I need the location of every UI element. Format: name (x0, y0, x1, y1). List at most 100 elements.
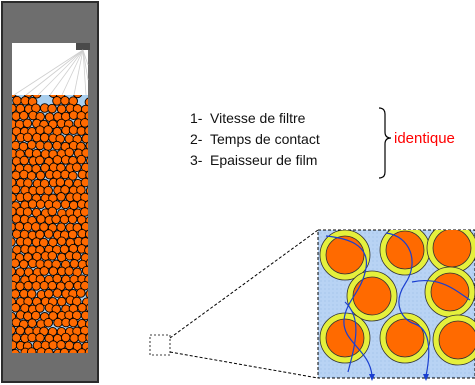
packed-particle (51, 214, 61, 225)
packed-particle (80, 118, 88, 128)
packed-particle (43, 289, 54, 299)
packed-particle (47, 103, 57, 114)
packed-particle (68, 171, 78, 181)
packed-particle (85, 259, 88, 268)
packed-particle (43, 125, 53, 135)
item-number: 2- (190, 131, 203, 147)
packed-particle (80, 207, 88, 217)
packed-particle (53, 317, 63, 328)
particle-core (385, 230, 425, 270)
spray-lines (13, 49, 89, 96)
packed-particle (12, 348, 20, 353)
parameter-list: 1-Vitesse de filtre 2-Temps de contact 3… (190, 108, 320, 171)
packed-particle (43, 185, 53, 196)
packed-particle (64, 266, 74, 276)
item-text: Temps de contact (210, 131, 320, 147)
packed-particle (84, 245, 88, 256)
spray-zone (12, 43, 88, 95)
packed-particle (26, 140, 37, 150)
packed-particle (32, 132, 42, 143)
packed-particle (64, 147, 75, 158)
packed-particle (56, 192, 66, 202)
packed-particle (56, 236, 67, 246)
packed-particle (12, 133, 17, 143)
packed-particle (43, 317, 54, 328)
packed-particle (60, 199, 71, 210)
packed-particle (27, 332, 37, 343)
packed-particle (84, 347, 88, 353)
packed-particle (67, 214, 78, 225)
packed-particle (31, 207, 42, 218)
packed-particle (26, 347, 37, 353)
spray-nozzle-icon (76, 43, 90, 50)
zoom-connector-bottom (169, 351, 319, 379)
packed-particle (19, 110, 29, 121)
packed-particle (31, 222, 41, 232)
column-bottom-cap (3, 353, 97, 381)
packed-particle (80, 177, 88, 188)
packed-particle (39, 280, 50, 291)
particle-core (325, 318, 365, 358)
packed-particle (35, 303, 45, 313)
brace-label: identique (394, 130, 455, 147)
particle-core (325, 235, 365, 275)
packed-particle (80, 310, 88, 321)
packed-particle (47, 251, 58, 261)
packed-particle (52, 96, 62, 106)
packed-particle (22, 118, 33, 129)
packed-particle (12, 258, 20, 268)
packed-particle (12, 289, 21, 299)
curly-brace (378, 107, 392, 179)
packed-particle (43, 141, 53, 151)
packed-particle (85, 141, 88, 151)
packed-particle (77, 348, 87, 353)
packed-particle (68, 125, 79, 135)
packed-particle (35, 185, 46, 196)
packed-particle (85, 303, 88, 312)
packed-particle (86, 156, 88, 165)
packed-particle (67, 229, 78, 240)
column-top-cap (3, 3, 97, 43)
packed-particle (68, 317, 79, 328)
packed-particle (80, 280, 88, 291)
list-item: 1- Vitesse de filtre (190, 108, 320, 129)
packed-particle (35, 199, 46, 210)
packed-particle (81, 133, 88, 144)
packed-particle (19, 259, 29, 270)
packed-particle (23, 280, 33, 291)
packed-particle (12, 95, 22, 106)
packed-particle (55, 177, 66, 187)
bed-focus-marker (149, 334, 171, 356)
packed-particle (84, 126, 88, 136)
packed-particle (81, 148, 88, 158)
packed-particle (19, 155, 30, 166)
packed-particle (35, 170, 46, 181)
packed-particle (12, 95, 17, 98)
packed-particle (84, 111, 88, 121)
packed-particle (64, 280, 74, 291)
packed-particle (72, 162, 82, 173)
packed-particle (56, 222, 66, 232)
item-number: 1- (190, 110, 203, 126)
column-right-wall (88, 43, 97, 353)
packed-particle (35, 140, 45, 151)
packed-particle (47, 280, 58, 291)
packed-particle (32, 95, 42, 99)
packed-particle (22, 132, 33, 143)
packed-particle (27, 199, 38, 209)
packed-particle (69, 259, 80, 269)
packed-particle (76, 154, 87, 165)
packed-particle (39, 237, 49, 248)
packed-particle (56, 163, 66, 173)
packed-particle (60, 95, 70, 106)
particle-core (430, 272, 470, 312)
packed-particle (31, 310, 41, 321)
packed-particle (85, 170, 88, 180)
packed-particle (35, 155, 45, 166)
packed-particle (43, 229, 54, 239)
packed-particle (27, 318, 37, 328)
item-text: Vitesse de filtre (210, 110, 306, 126)
packed-particle (76, 288, 86, 298)
packed-particle (31, 281, 42, 291)
